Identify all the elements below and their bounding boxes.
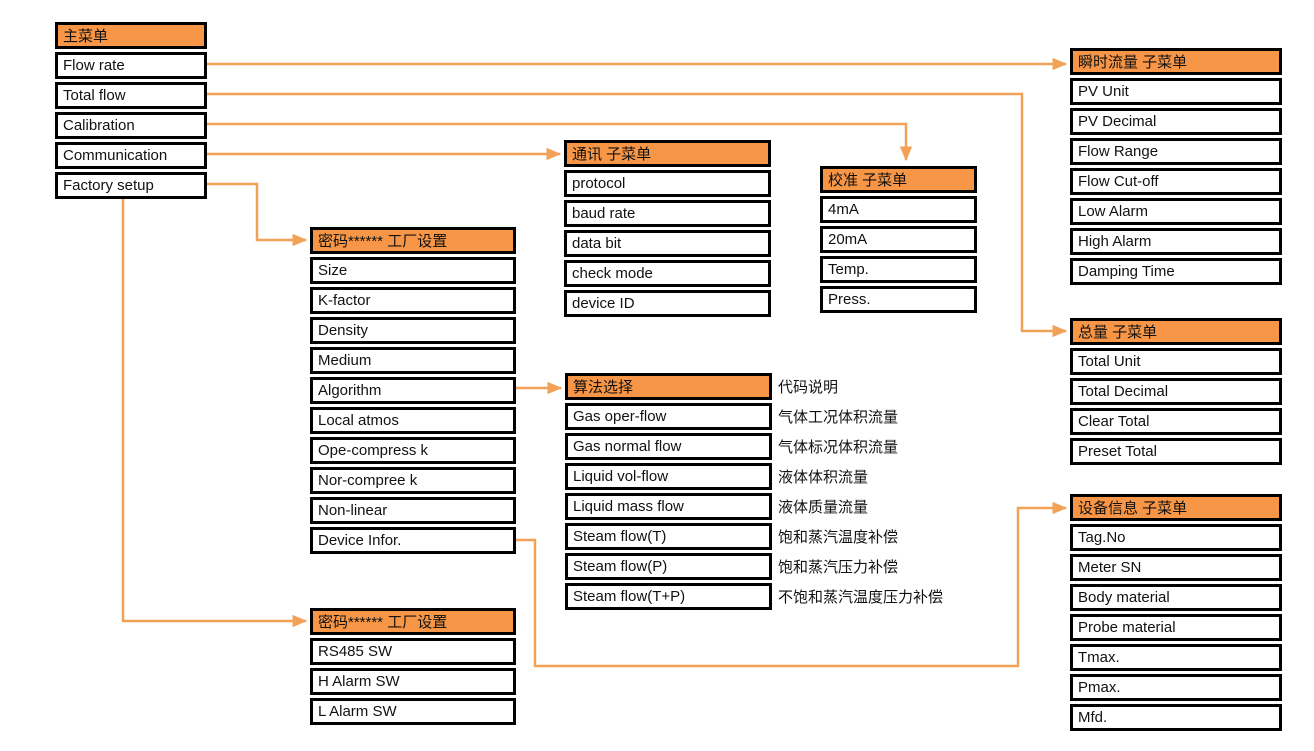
menu-item-steam-flow-tp: Steam flow(T+P) bbox=[565, 583, 772, 610]
total-submenu-box: 总量 子菜单 Total Unit Total Decimal Clear To… bbox=[1070, 318, 1282, 468]
calibration-submenu-box: 校准 子菜单 4mA 20mA Temp. Press. bbox=[820, 166, 977, 316]
factory-setup-box: 密码****** 工厂设置 Size K-factor Density Medi… bbox=[310, 227, 516, 557]
menu-item-ope-compress-k: Ope-compress k bbox=[310, 437, 516, 464]
connector-factory-setup-to-factory-box-2 bbox=[121, 199, 308, 628]
menu-item-preset-total: Preset Total bbox=[1070, 438, 1282, 465]
code-description-liquid-mass: 液体质量流量 bbox=[778, 499, 869, 516]
algorithm-select-header: 算法选择 bbox=[565, 373, 772, 400]
menu-item-meter-sn: Meter SN bbox=[1070, 554, 1282, 581]
menu-item-low-alarm: Low Alarm bbox=[1070, 198, 1282, 225]
menu-item-check-mode: check mode bbox=[564, 260, 771, 287]
menu-item-h-alarm-sw: H Alarm SW bbox=[310, 668, 516, 695]
code-description-steam-p: 饱和蒸汽压力补偿 bbox=[778, 559, 899, 576]
menu-item-device-infor: Device Infor. bbox=[310, 527, 516, 554]
code-description-gas-normal: 气体标况体积流量 bbox=[778, 439, 899, 456]
menu-item-local-atmos: Local atmos bbox=[310, 407, 516, 434]
menu-item-pv-unit: PV Unit bbox=[1070, 78, 1282, 105]
menu-item-total-unit: Total Unit bbox=[1070, 348, 1282, 375]
menu-item-l-alarm-sw: L Alarm SW bbox=[310, 698, 516, 725]
menu-item-steam-flow-t: Steam flow(T) bbox=[565, 523, 772, 550]
factory-setup-box-2: 密码****** 工厂设置 RS485 SW H Alarm SW L Alar… bbox=[310, 608, 516, 728]
menu-item-pv-decimal: PV Decimal bbox=[1070, 108, 1282, 135]
menu-item-calibration: Calibration bbox=[55, 112, 207, 139]
menu-item-size: Size bbox=[310, 257, 516, 284]
menu-item-baud-rate: baud rate bbox=[564, 200, 771, 227]
menu-item-gas-oper-flow: Gas oper-flow bbox=[565, 403, 772, 430]
code-description-column: 代码说明 气体工况体积流量 气体标况体积流量 液体体积流量 液体质量流量 饱和蒸… bbox=[778, 373, 943, 613]
device-info-submenu-header: 设备信息 子菜单 bbox=[1070, 494, 1282, 521]
menu-item-k-factor: K-factor bbox=[310, 287, 516, 314]
menu-item-high-alarm: High Alarm bbox=[1070, 228, 1282, 255]
factory-setup-header: 密码****** 工厂设置 bbox=[310, 227, 516, 254]
menu-item-device-id: device ID bbox=[564, 290, 771, 317]
algorithm-select-box: 算法选择 Gas oper-flow Gas normal flow Liqui… bbox=[565, 373, 772, 613]
code-description-steam-t: 饱和蒸汽温度补偿 bbox=[778, 529, 899, 546]
main-menu-header: 主菜单 bbox=[55, 22, 207, 49]
menu-item-nor-compree-k: Nor-compree k bbox=[310, 467, 516, 494]
menu-item-communication: Communication bbox=[55, 142, 207, 169]
instant-flow-submenu-header: 瞬时流量 子菜单 bbox=[1070, 48, 1282, 75]
menu-item-body-material: Body material bbox=[1070, 584, 1282, 611]
menu-item-rs485-sw: RS485 SW bbox=[310, 638, 516, 665]
code-description-liquid-vol: 液体体积流量 bbox=[778, 469, 869, 486]
menu-item-data-bit: data bit bbox=[564, 230, 771, 257]
menu-item-flow-cut-off: Flow Cut-off bbox=[1070, 168, 1282, 195]
menu-item-flow-range: Flow Range bbox=[1070, 138, 1282, 165]
menu-item-pmax: Pmax. bbox=[1070, 674, 1282, 701]
menu-item-non-linear: Non-linear bbox=[310, 497, 516, 524]
menu-item-total-flow: Total flow bbox=[55, 82, 207, 109]
menu-item-medium: Medium bbox=[310, 347, 516, 374]
menu-item-probe-material: Probe material bbox=[1070, 614, 1282, 641]
menu-item-temp: Temp. bbox=[820, 256, 977, 283]
device-info-submenu-box: 设备信息 子菜单 Tag.No Meter SN Body material P… bbox=[1070, 494, 1282, 734]
connector-calibration-to-calibration-submenu bbox=[207, 122, 913, 162]
code-description-title: 代码说明 bbox=[778, 379, 839, 396]
menu-item-press: Press. bbox=[820, 286, 977, 313]
menu-item-algorithm: Algorithm bbox=[310, 377, 516, 404]
menu-item-20ma: 20mA bbox=[820, 226, 977, 253]
communication-submenu-box: 通讯 子菜单 protocol baud rate data bit check… bbox=[564, 140, 771, 320]
menu-item-damping-time: Damping Time bbox=[1070, 258, 1282, 285]
menu-item-liquid-vol-flow: Liquid vol-flow bbox=[565, 463, 772, 490]
menu-item-clear-total: Clear Total bbox=[1070, 408, 1282, 435]
code-description-gas-oper: 气体工况体积流量 bbox=[778, 409, 899, 426]
menu-item-total-decimal: Total Decimal bbox=[1070, 378, 1282, 405]
total-submenu-header: 总量 子菜单 bbox=[1070, 318, 1282, 345]
instant-flow-submenu-box: 瞬时流量 子菜单 PV Unit PV Decimal Flow Range F… bbox=[1070, 48, 1282, 288]
main-menu-box: 主菜单 Flow rate Total flow Calibration Com… bbox=[55, 22, 207, 202]
communication-submenu-header: 通讯 子菜单 bbox=[564, 140, 771, 167]
menu-item-flow-rate: Flow rate bbox=[55, 52, 207, 79]
menu-item-gas-normal-flow: Gas normal flow bbox=[565, 433, 772, 460]
menu-item-tag-no: Tag.No bbox=[1070, 524, 1282, 551]
factory-setup-2-header: 密码****** 工厂设置 bbox=[310, 608, 516, 635]
menu-item-mfd: Mfd. bbox=[1070, 704, 1282, 731]
menu-item-density: Density bbox=[310, 317, 516, 344]
menu-item-tmax: Tmax. bbox=[1070, 644, 1282, 671]
menu-item-factory-setup: Factory setup bbox=[55, 172, 207, 199]
menu-item-4ma: 4mA bbox=[820, 196, 977, 223]
menu-item-protocol: protocol bbox=[564, 170, 771, 197]
connector-factory-setup-to-factory-box bbox=[207, 182, 308, 247]
menu-item-liquid-mass-flow: Liquid mass flow bbox=[565, 493, 772, 520]
menu-item-steam-flow-p: Steam flow(P) bbox=[565, 553, 772, 580]
calibration-submenu-header: 校准 子菜单 bbox=[820, 166, 977, 193]
code-description-steam-tp: 不饱和蒸汽温度压力补偿 bbox=[778, 589, 944, 606]
